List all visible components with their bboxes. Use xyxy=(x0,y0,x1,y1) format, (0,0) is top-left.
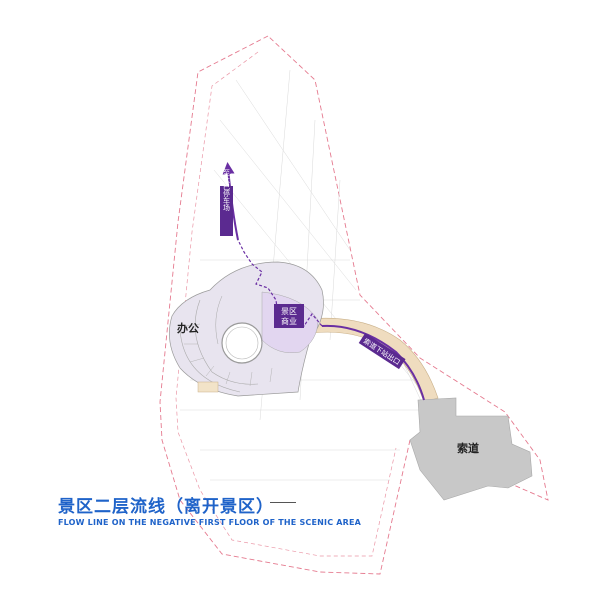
diagram-title-en: FLOW LINE ON THE NEGATIVE FIRST FLOOR OF… xyxy=(58,518,362,527)
office-label: 办公 xyxy=(177,321,199,335)
site-boundary-inner xyxy=(175,51,397,557)
bus-parking-label-text: 至大巴停车场 xyxy=(223,169,231,212)
bus-parking-label: 至大巴停车场 xyxy=(220,169,233,236)
title-rule xyxy=(270,502,296,503)
ropeway-station xyxy=(409,397,533,501)
commerce-label-line2: 商业 xyxy=(281,316,297,326)
ropeway-label: 索道 xyxy=(457,441,479,455)
flow-line-main xyxy=(321,324,425,401)
site-boundary-outer xyxy=(159,35,549,575)
commerce-label: 景区 商业 xyxy=(274,304,304,328)
diagram-title-cn: 景区二层流线（离开景区） xyxy=(58,497,274,517)
walkway xyxy=(299,317,439,403)
commerce-label-line1: 景区 xyxy=(281,307,297,316)
